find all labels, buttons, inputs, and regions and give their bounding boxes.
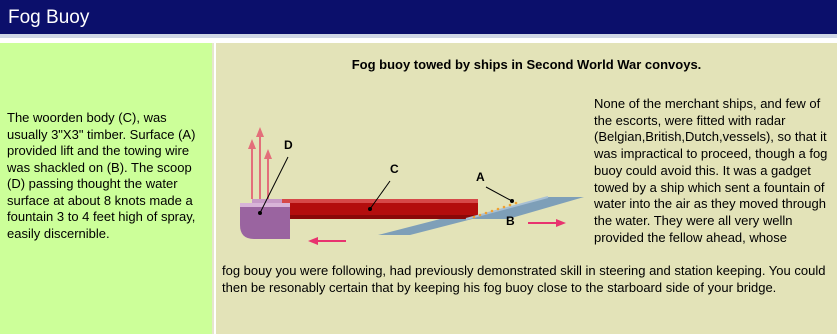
- spray-arrows: [248, 127, 272, 199]
- water-flow-arrow: [308, 237, 346, 245]
- label-d: D: [284, 138, 293, 152]
- wooden-body-c: [278, 199, 478, 219]
- label-b: B: [506, 214, 515, 228]
- fog-buoy-diagram: D C A B: [240, 127, 584, 245]
- scoop-d: [240, 199, 290, 239]
- diagram-caption: Fog buoy towed by ships in Second World …: [351, 57, 702, 72]
- right-panel: Fog buoy towed by ships in Second World …: [216, 43, 837, 334]
- label-c: C: [390, 162, 399, 176]
- page-title: Fog Buoy: [8, 7, 90, 28]
- lift-surface-a: [466, 197, 584, 219]
- left-panel: The woorden body (C), was usually 3"X3" …: [0, 43, 214, 334]
- left-description: The woorden body (C), was usually 3"X3" …: [7, 110, 196, 241]
- history-text-continued: fog bouy you were following, had previou…: [222, 263, 826, 295]
- lower-plate: [378, 217, 480, 235]
- tow-direction-arrow: [528, 219, 566, 227]
- towing-wire: [472, 201, 518, 219]
- title-bar: Fog Buoy: [0, 0, 837, 38]
- label-a: A: [476, 170, 485, 184]
- history-text: None of the merchant ships, and few of t…: [594, 96, 828, 245]
